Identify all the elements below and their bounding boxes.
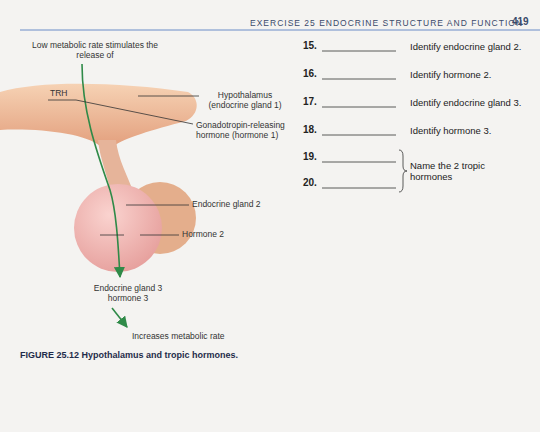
question-number: 20.	[303, 177, 317, 189]
part-label: Hormone 2	[182, 229, 224, 239]
answer-blank	[322, 107, 396, 108]
part-label: TRH	[50, 88, 67, 98]
figure-caption: FIGURE 25.12 Hypothalamus and tropic hor…	[20, 350, 238, 361]
page-number: 419	[512, 16, 529, 28]
answer-blank	[322, 51, 396, 52]
leader-line	[140, 235, 179, 236]
leader-line	[76, 100, 193, 124]
question-number: 18.	[303, 124, 317, 136]
answer-blank	[322, 79, 396, 80]
running-header: EXERCISE 25 ENDOCRINE STRUCTURE AND FUNC…	[250, 18, 523, 28]
question-number: 15.	[303, 40, 317, 52]
green-arrow	[112, 308, 127, 327]
leader-line	[48, 100, 76, 101]
anterior-pituitary	[74, 184, 162, 272]
part-label: Gonadotropin-releasing hormone (hormone …	[196, 120, 286, 140]
bracket	[399, 150, 407, 192]
answer-blank	[322, 135, 396, 136]
part-label: Endocrine gland 3 hormone 3	[80, 283, 176, 303]
question-text: Identify endocrine gland 3.	[410, 97, 521, 108]
question-number: 16.	[303, 68, 317, 80]
leader-line	[100, 235, 124, 236]
question-text: Identify hormone 3.	[410, 125, 491, 136]
answer-blank	[322, 188, 396, 189]
question-text: Name the 2 tropic hormones	[410, 160, 495, 183]
header-rule	[20, 30, 540, 31]
leader-line	[126, 205, 189, 206]
question-number: 19.	[303, 151, 317, 163]
part-label: Endocrine gland 2	[192, 199, 261, 209]
stimulus-note: Low metabolic rate stimulates the releas…	[20, 40, 170, 60]
question-number: 17.	[303, 96, 317, 108]
hypothalamus-shape	[0, 84, 197, 146]
green-arrow	[82, 64, 120, 277]
leader-line	[138, 96, 199, 97]
answer-blank	[322, 162, 396, 163]
effect-label: Increases metabolic rate	[132, 331, 225, 341]
part-label: Hypothalamus (endocrine gland 1)	[200, 90, 290, 110]
question-text: Identify hormone 2.	[410, 69, 491, 80]
question-text: Identify endocrine gland 2.	[410, 41, 521, 52]
